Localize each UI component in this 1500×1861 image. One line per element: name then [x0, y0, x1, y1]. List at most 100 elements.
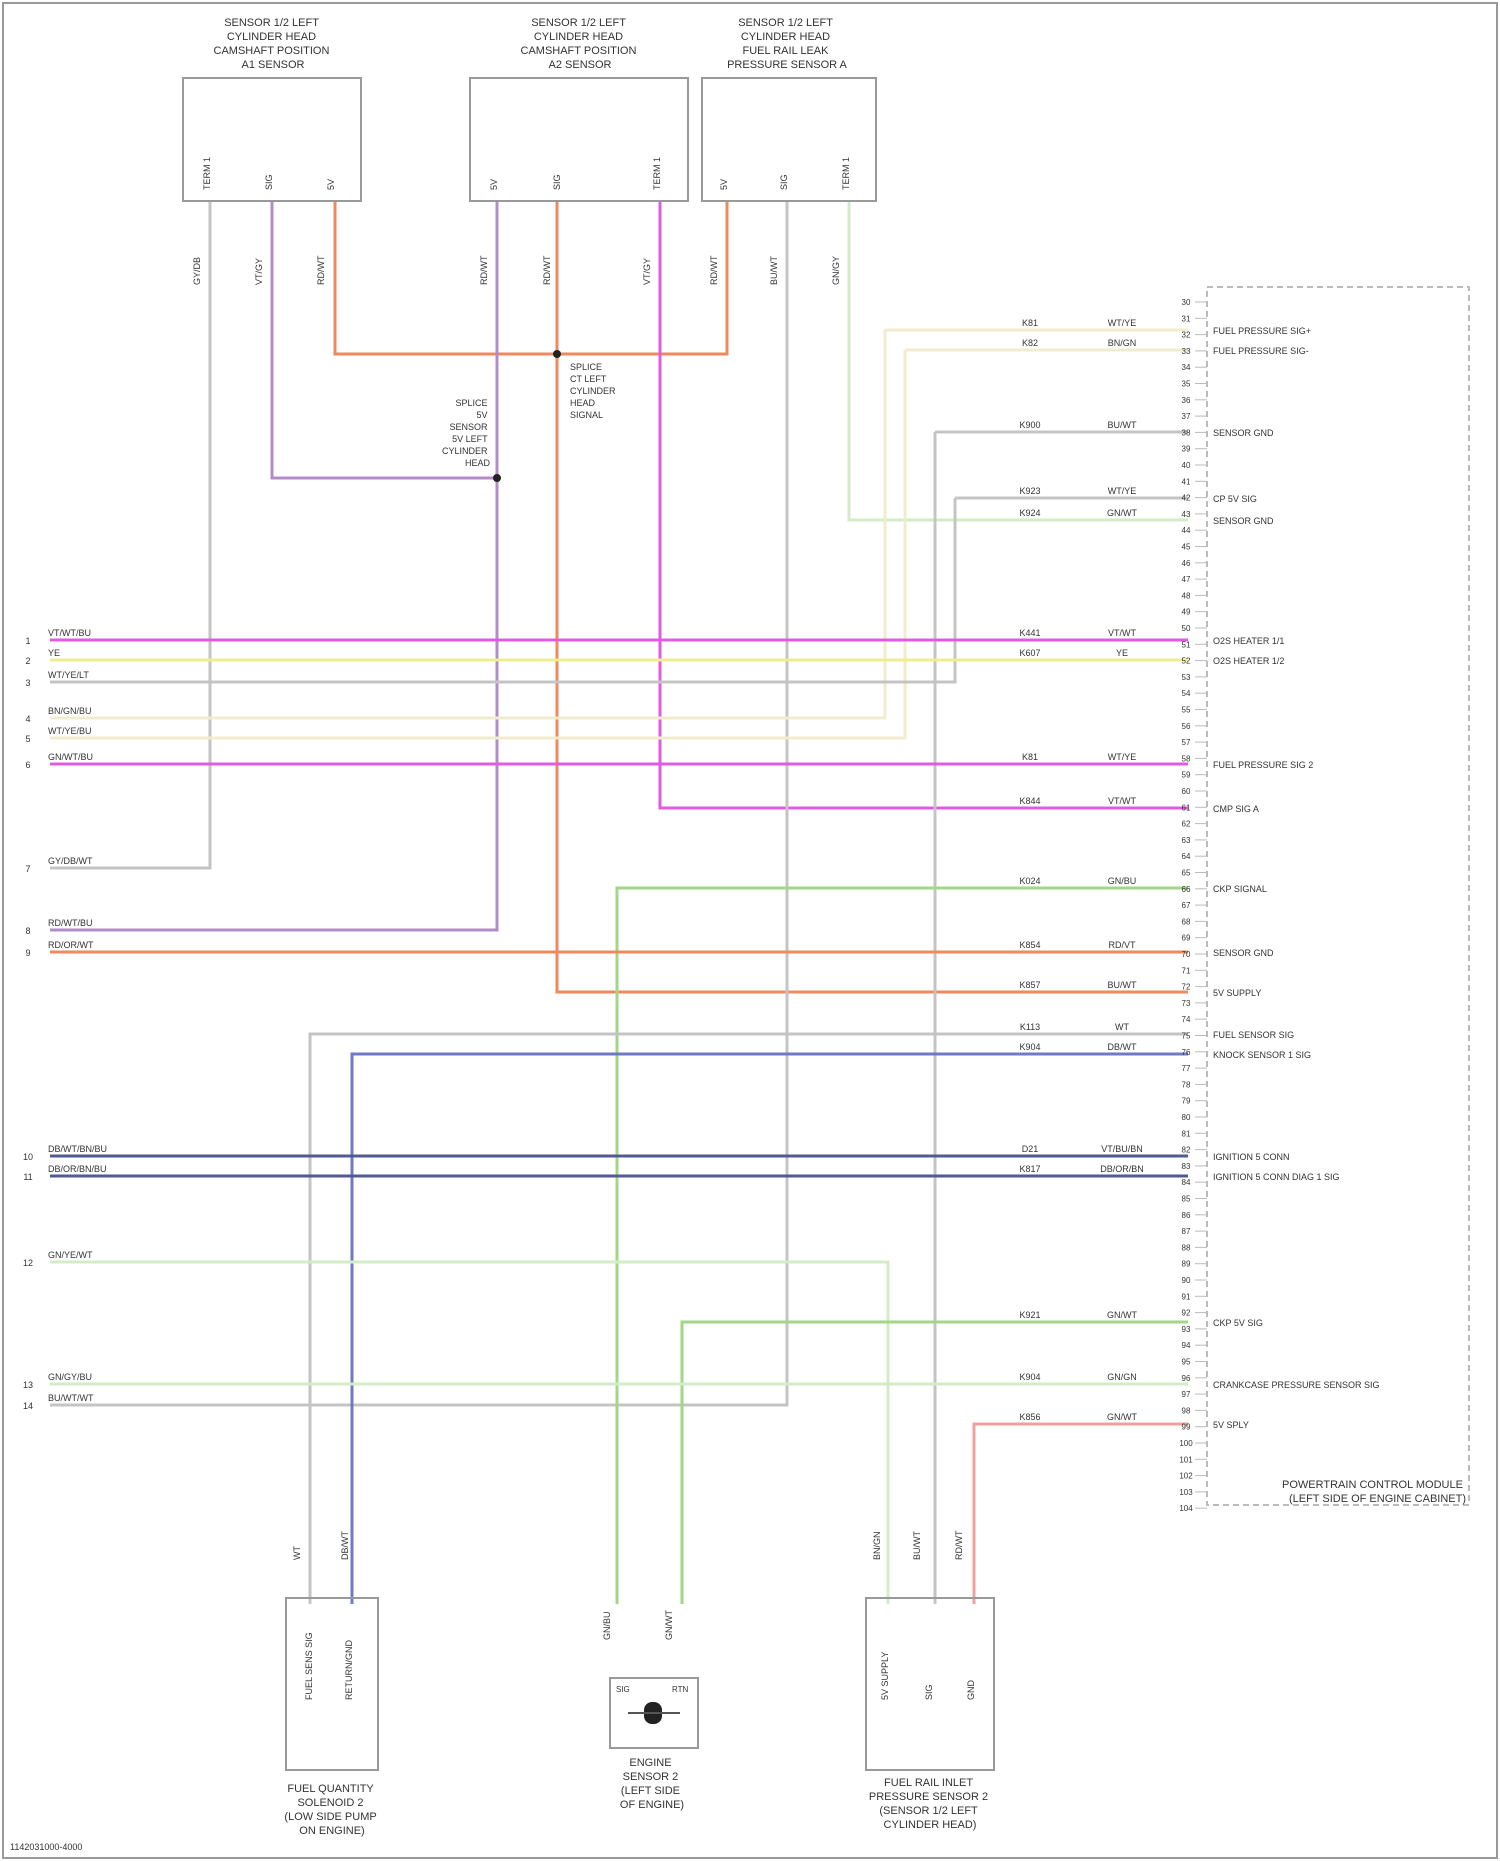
pcm-pin-89: 89: [1182, 1260, 1191, 1269]
bottom-component-1[interactable]: FUEL SENS SIG RETURN/GND WT DB/WT FUEL Q…: [284, 1531, 379, 1837]
left-connector-wire-6: GN/WT/BU: [48, 752, 93, 762]
pcm-title: POWERTRAIN CONTROL MODULE (LEFT SIDE OF …: [1282, 1479, 1466, 1505]
top-component-2-pin-2: SIG: [552, 174, 562, 190]
wire-27: [50, 1262, 888, 1604]
top-component-2-pin-3: TERM 1: [652, 157, 662, 190]
pcm-pin-103: 103: [1179, 1488, 1193, 1497]
left-connector-wire-2: YE: [48, 648, 60, 658]
pcm-pin-95: 95: [1182, 1358, 1191, 1367]
pcm-signal-name-4: CP 5V SIG: [1213, 494, 1257, 504]
pcm-pin-34: 34: [1182, 363, 1191, 372]
bottom-component-1-title: FUEL QUANTITY SOLENOID 2 (LOW SIDE PUMP …: [284, 1783, 379, 1837]
top-component-2-wire-3: VT/GY: [642, 258, 652, 285]
pcm-pin-42: 42: [1182, 494, 1191, 503]
pcm-signal-name-5: SENSOR GND: [1213, 516, 1274, 526]
pcm-circuit-12: K857: [1019, 980, 1040, 990]
pcm-pin-75: 75: [1182, 1032, 1191, 1041]
pcm-wire-color-7: YE: [1116, 648, 1128, 658]
pcm-wire-color-10: GN/BU: [1108, 876, 1137, 886]
top-component-1-wire-1: GY/DB: [192, 257, 202, 285]
pcm-wire-color-14: DB/WT: [1108, 1042, 1137, 1052]
left-connector-pin-14: 14: [23, 1401, 33, 1411]
pcm-pin-36: 36: [1182, 396, 1191, 405]
pcm-circuit-13: K113: [1020, 1022, 1040, 1032]
pcm-pin-48: 48: [1182, 591, 1191, 600]
pcm-pin-53: 53: [1182, 673, 1191, 682]
pcm-pin-86: 86: [1182, 1211, 1191, 1220]
bottom-component-1-wire-1: WT: [292, 1546, 302, 1560]
left-connector-pin-3: 3: [25, 678, 30, 688]
top-component-3-pin-3: TERM 1: [841, 157, 851, 190]
pcm-pin-61: 61: [1182, 803, 1191, 812]
bottom-component-1-pin-2: RETURN/GND: [344, 1640, 354, 1700]
pcm-pin-31: 31: [1182, 314, 1191, 323]
pcm-pin-67: 67: [1182, 901, 1191, 910]
pcm-wire-color-9: VT/WT: [1108, 796, 1136, 806]
pcm-pin-68: 68: [1182, 917, 1191, 926]
top-component-3-pin-2: SIG: [779, 174, 789, 190]
left-connector[interactable]: 1VT/WT/BU2YE3WT/YE/LT4BN/GN/BU5WT/YE/BU6…: [23, 628, 107, 1411]
top-component-2-title: SENSOR 1/2 LEFT CYLINDER HEAD CAMSHAFT P…: [521, 17, 640, 71]
pcm-signal-name-18: CRANKCASE PRESSURE SENSOR SIG: [1213, 1380, 1380, 1390]
bottom-component-3-pin-3: GND: [966, 1680, 976, 1701]
left-connector-pin-5: 5: [25, 734, 30, 744]
left-connector-wire-1: VT/WT/BU: [48, 628, 91, 638]
pcm-signal-name-10: CKP SIGNAL: [1213, 884, 1267, 894]
bottom-component-1-wire-2: DB/WT: [340, 1531, 350, 1560]
pcm-pin-50: 50: [1182, 624, 1191, 633]
footer-image-id: 1142031000-4000: [10, 1842, 82, 1852]
top-component-1-wire-3: RD/WT: [316, 255, 326, 285]
pcm-wire-color-1: WT/YE: [1108, 318, 1137, 328]
top-component-1-pin-3: 5V: [326, 179, 336, 190]
pcm-connector[interactable]: POWERTRAIN CONTROL MODULE (LEFT SIDE OF …: [1019, 287, 1469, 1513]
pcm-signal-name-14: KNOCK SENSOR 1 SIG: [1213, 1050, 1311, 1060]
pcm-wire-color-6: VT/WT: [1108, 628, 1136, 638]
bottom-component-3-wire-2: BU/WT: [912, 1531, 922, 1560]
pcm-pin-56: 56: [1182, 722, 1191, 731]
bottom-component-2-title: ENGINE SENSOR 2 (LEFT SIDE OF ENGINE): [620, 1757, 684, 1811]
top-component-1-title: SENSOR 1/2 LEFT CYLINDER HEAD CAMSHAFT P…: [214, 17, 333, 71]
pcm-circuit-2: K82: [1022, 338, 1038, 348]
pcm-pin-101: 101: [1179, 1455, 1193, 1464]
pcm-pin-99: 99: [1182, 1423, 1191, 1432]
pcm-signal-name-3: SENSOR GND: [1213, 428, 1274, 438]
pcm-pin-84: 84: [1182, 1178, 1191, 1187]
pcm-signal-name-12: 5V SUPPLY: [1213, 988, 1261, 998]
pcm-pin-64: 64: [1182, 852, 1191, 861]
bottom-component-2-wire-2: GN/WT: [664, 1610, 674, 1640]
left-connector-wire-5: WT/YE/BU: [48, 726, 92, 736]
pcm-pin-33: 33: [1182, 347, 1191, 356]
pcm-pin-82: 82: [1182, 1146, 1191, 1155]
pcm-pin-94: 94: [1182, 1341, 1191, 1350]
pcm-circuit-1: K81: [1022, 318, 1038, 328]
pcm-pin-98: 98: [1182, 1406, 1191, 1415]
bottom-component-2[interactable]: SIG RTN GN/BU GN/WT ENGINE SENSOR 2 (LEF…: [602, 1610, 698, 1811]
splice-dot-signal: [493, 474, 501, 482]
pcm-circuit-9: K844: [1019, 796, 1040, 806]
splice-label-signal: SPLICE CT LEFT CYLINDER HEAD SIGNAL: [570, 362, 618, 420]
left-connector-pin-12: 12: [23, 1258, 33, 1268]
left-connector-pin-8: 8: [25, 926, 30, 936]
bottom-component-3-pin-2: SIG: [924, 1684, 934, 1700]
pcm-wire-color-13: WT: [1115, 1022, 1129, 1032]
pcm-pin-37: 37: [1182, 412, 1191, 421]
pcm-pin-32: 32: [1182, 331, 1191, 340]
pcm-pin-55: 55: [1182, 706, 1191, 715]
pcm-pin-66: 66: [1182, 885, 1191, 894]
wire-23: [310, 1034, 1188, 1604]
left-connector-wire-9: RD/OR/WT: [48, 940, 94, 950]
pcm-circuit-17: K921: [1019, 1310, 1040, 1320]
wire-13: [50, 350, 905, 738]
pcm-circuit-8: K81: [1022, 752, 1038, 762]
left-connector-pin-1: 1: [25, 636, 30, 646]
pcm-circuit-3: K900: [1019, 420, 1040, 430]
pcm-signal-name-1: FUEL PRESSURE SIG+: [1213, 326, 1311, 336]
left-connector-pin-11: 11: [23, 1172, 32, 1182]
bottom-component-2-wire-1: GN/BU: [602, 1611, 612, 1640]
left-connector-wire-11: DB/OR/BN/BU: [48, 1164, 107, 1174]
pcm-wire-color-11: RD/VT: [1109, 940, 1137, 950]
pcm-signal-name-15: IGNITION 5 CONN: [1213, 1152, 1290, 1162]
left-connector-pin-2: 2: [25, 656, 30, 666]
pcm-signal-name-2: FUEL PRESSURE SIG-: [1213, 346, 1309, 356]
top-component-2[interactable]: SENSOR 1/2 LEFT CYLINDER HEAD CAMSHAFT P…: [470, 17, 688, 285]
